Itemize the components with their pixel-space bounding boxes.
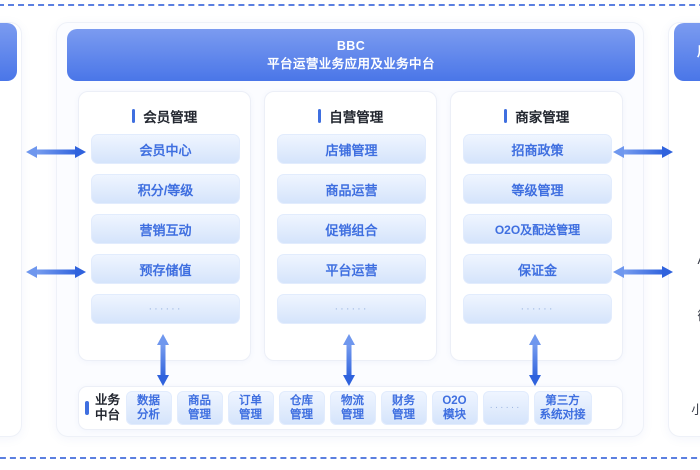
mid-pill-line1: 财务	[392, 394, 415, 407]
platform-banner: BBC 平台运营业务应用及业务中台	[67, 29, 635, 81]
midplatform-item-warehouse[interactable]: 仓库 管理	[278, 391, 325, 425]
midplatform-item-order[interactable]: 订单 管理	[227, 391, 274, 425]
mid-pill-line2: 管理	[290, 409, 313, 421]
panel-item-member-1[interactable]: 积分/等级	[91, 174, 240, 204]
mid-pill-line2: 管理	[188, 409, 211, 421]
right-column-item-miniprogram: 小程序	[674, 399, 700, 418]
module-panel-member: 会员管理 会员中心 积分/等级 营销互动 预存储值 ······	[78, 91, 251, 361]
mid-pill-line2: 分析	[137, 409, 160, 421]
panel-item-merchant-more[interactable]: ······	[463, 294, 612, 324]
user-channel-column: 用户 PC/ APP 微信 小程序	[668, 22, 700, 437]
connector-arrow-right-bottom	[613, 266, 673, 278]
right-column-header: 用户	[674, 23, 700, 81]
mid-pill-line2: 系统对接	[539, 409, 586, 421]
mid-pill-line1: ······	[489, 401, 522, 413]
panel-title-member: 会员管理	[79, 106, 250, 126]
panel-item-list-merchant: 招商政策 等级管理 O2O及配送管理 保证金 ······	[463, 134, 612, 334]
panel-item-list-member: 会员中心 积分/等级 营销互动 预存储值 ······	[91, 134, 240, 334]
midplatform-item-data-analysis[interactable]: 数据 分析	[125, 391, 172, 425]
midplatform-label-line1: 业务	[94, 393, 120, 407]
panel-item-member-2[interactable]: 营销互动	[91, 214, 240, 244]
right-column-item-wechat: 微信	[674, 305, 700, 324]
left-column-item-0: 台	[0, 165, 17, 184]
title-accent-bar-icon	[317, 109, 322, 123]
midplatform-item-thirdparty[interactable]: 第三方 系统对接	[533, 391, 592, 425]
panel-item-merchant-0[interactable]: 招商政策	[463, 134, 612, 164]
title-accent-bar-icon	[503, 109, 508, 123]
midplatform-label-line2: 中台	[94, 408, 120, 422]
midplatform-item-logistics[interactable]: 物流 管理	[329, 391, 376, 425]
panel-item-selfrun-1[interactable]: 商品运营	[277, 174, 426, 204]
mid-pill-line2: 模块	[443, 409, 466, 421]
mid-pill-line1: O2O	[442, 394, 467, 407]
panel-item-merchant-2[interactable]: O2O及配送管理	[463, 214, 612, 244]
module-panel-selfrun: 自营管理 店铺管理 商品运营 促销组合 平台运营 ······	[264, 91, 437, 361]
midplatform-item-o2o[interactable]: O2O 模块	[431, 391, 478, 425]
panel-item-selfrun-2[interactable]: 促销组合	[277, 214, 426, 244]
mid-pill-line1: 仓库	[290, 394, 313, 407]
platform-main-card: BBC 平台运营业务应用及业务中台 会员管理 会员中心 积分/等级 营销互动 预…	[56, 22, 644, 437]
connector-arrow-vertical-merchant	[529, 334, 541, 386]
panel-item-member-3[interactable]: 预存储值	[91, 254, 240, 284]
panel-item-merchant-3[interactable]: 保证金	[463, 254, 612, 284]
connector-arrow-vertical-member	[157, 334, 169, 386]
mid-pill-line2: 管理	[392, 409, 415, 421]
panel-item-member-more[interactable]: ······	[91, 294, 240, 324]
right-column-item-pc: PC/	[674, 165, 700, 179]
panel-item-selfrun-more[interactable]: ······	[277, 294, 426, 324]
mid-pill-line2: 管理	[341, 409, 364, 421]
connector-arrow-right-top	[613, 146, 673, 158]
panel-item-selfrun-3[interactable]: 平台运营	[277, 254, 426, 284]
midplatform-strip: 业务 中台 数据 分析 商品 管理 订单 管理 仓库 管理 物流 管理 财务 管…	[78, 386, 623, 430]
panel-item-member-0[interactable]: 会员中心	[91, 134, 240, 164]
title-accent-bar-icon	[131, 109, 136, 123]
mid-pill-line2: 管理	[239, 409, 262, 421]
module-panel-merchant: 商家管理 招商政策 等级管理 O2O及配送管理 保证金 ······	[450, 91, 623, 361]
panel-item-selfrun-0[interactable]: 店铺管理	[277, 134, 426, 164]
midplatform-item-finance[interactable]: 财务 管理	[380, 391, 427, 425]
mid-pill-line1: 数据	[137, 394, 160, 407]
midplatform-label: 业务 中台	[85, 393, 122, 423]
left-channel-column: 端 台	[0, 22, 22, 437]
banner-line-2: 平台运营业务应用及业务中台	[267, 57, 435, 71]
panel-title-text: 自营管理	[329, 110, 384, 125]
panel-title-text: 会员管理	[143, 110, 198, 125]
banner-line-1: BBC	[336, 38, 366, 53]
mid-pill-line1: 订单	[239, 394, 262, 407]
panel-title-text: 商家管理	[515, 110, 570, 125]
midplatform-item-more[interactable]: ······	[482, 391, 529, 425]
right-column-item-app: APP	[674, 253, 700, 267]
connector-arrow-vertical-selfrun	[343, 334, 355, 386]
left-column-header: 端	[0, 23, 17, 81]
title-accent-bar-icon	[85, 401, 89, 415]
diagram-outer-frame	[0, 4, 700, 459]
mid-pill-line1: 物流	[341, 394, 364, 407]
panel-title-selfrun: 自营管理	[265, 106, 436, 126]
panel-title-merchant: 商家管理	[451, 106, 622, 126]
connector-arrow-left-bottom	[26, 266, 86, 278]
connector-arrow-left-top	[26, 146, 86, 158]
mid-pill-line1: 商品	[188, 394, 211, 407]
panel-item-list-selfrun: 店铺管理 商品运营 促销组合 平台运营 ······	[277, 134, 426, 334]
panel-item-merchant-1[interactable]: 等级管理	[463, 174, 612, 204]
midplatform-item-product[interactable]: 商品 管理	[176, 391, 223, 425]
mid-pill-line1: 第三方	[545, 394, 580, 407]
